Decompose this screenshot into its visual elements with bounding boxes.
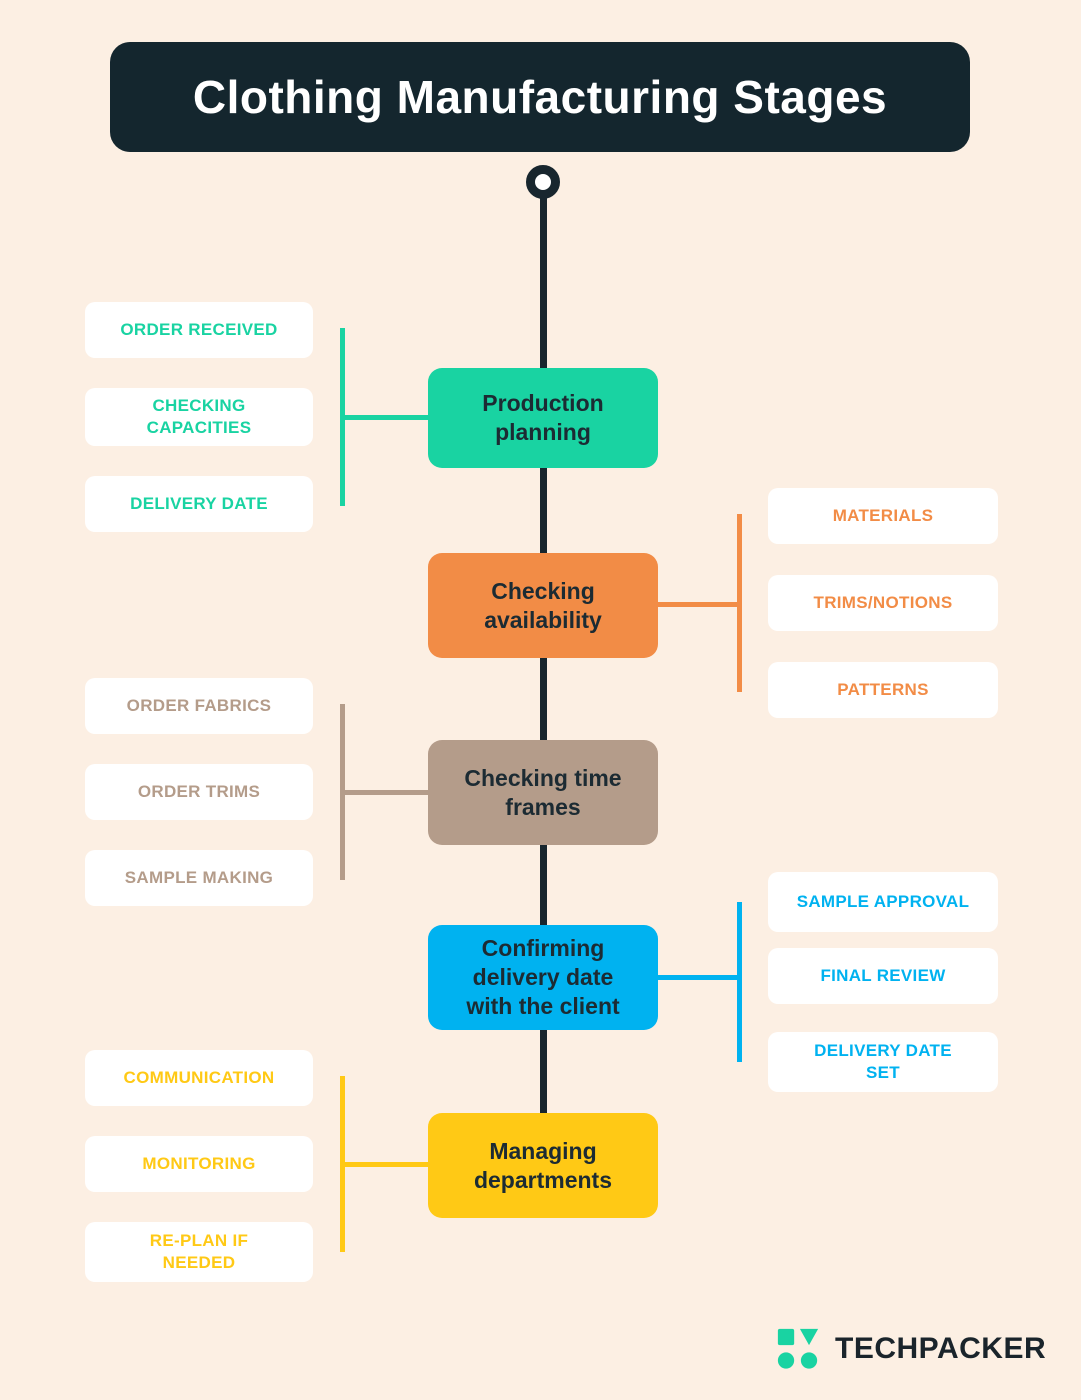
label-final-review: FINAL REVIEW (768, 948, 998, 1004)
label-replan-if-needed: RE-PLAN IF NEEDED (85, 1222, 313, 1282)
connector-h-checking-time-frames (340, 790, 428, 795)
label-order-trims: ORDER TRIMS (85, 764, 313, 820)
label-delivery-date: DELIVERY DATE (85, 476, 313, 532)
connector-h-checking-availability (658, 602, 742, 607)
stage-checking-time-frames: Checking time frames (428, 740, 658, 845)
stage-managing-departments: Managing departments (428, 1113, 658, 1218)
stage-confirming-delivery-date: Confirming delivery date with the client (428, 925, 658, 1030)
stage-checking-availability: Checking availability (428, 553, 658, 658)
connector-h-confirming-delivery-date (658, 975, 742, 980)
stage-production-planning: Production planning (428, 368, 658, 468)
label-patterns: PATTERNS (768, 662, 998, 718)
brand-name: TECHPACKER (835, 1332, 1047, 1365)
timeline-line (540, 182, 547, 1165)
connector-h-managing-departments (340, 1162, 428, 1167)
label-order-fabrics: ORDER FABRICS (85, 678, 313, 734)
connector-v-confirming-delivery-date (737, 902, 742, 1062)
timeline-start-dot (526, 165, 560, 199)
label-sample-approval: SAMPLE APPROVAL (768, 872, 998, 932)
label-monitoring: MONITORING (85, 1136, 313, 1192)
label-delivery-date-set: DELIVERY DATE SET (768, 1032, 998, 1092)
label-sample-making: SAMPLE MAKING (85, 850, 313, 906)
label-order-received: ORDER RECEIVED (85, 302, 313, 358)
label-trims-notions: TRIMS/NOTIONS (768, 575, 998, 631)
page-title: Clothing Manufacturing Stages (192, 71, 888, 123)
connector-h-production-planning (340, 415, 428, 420)
label-checking-capacities: CHECKING CAPACITIES (85, 388, 313, 446)
label-materials: MATERIALS (768, 488, 998, 544)
techpacker-logo-icon (775, 1326, 821, 1372)
title-banner: Clothing Manufacturing Stages (110, 42, 970, 152)
footer-brand: TECHPACKER (775, 1326, 1046, 1372)
label-communication: COMMUNICATION (85, 1050, 313, 1106)
